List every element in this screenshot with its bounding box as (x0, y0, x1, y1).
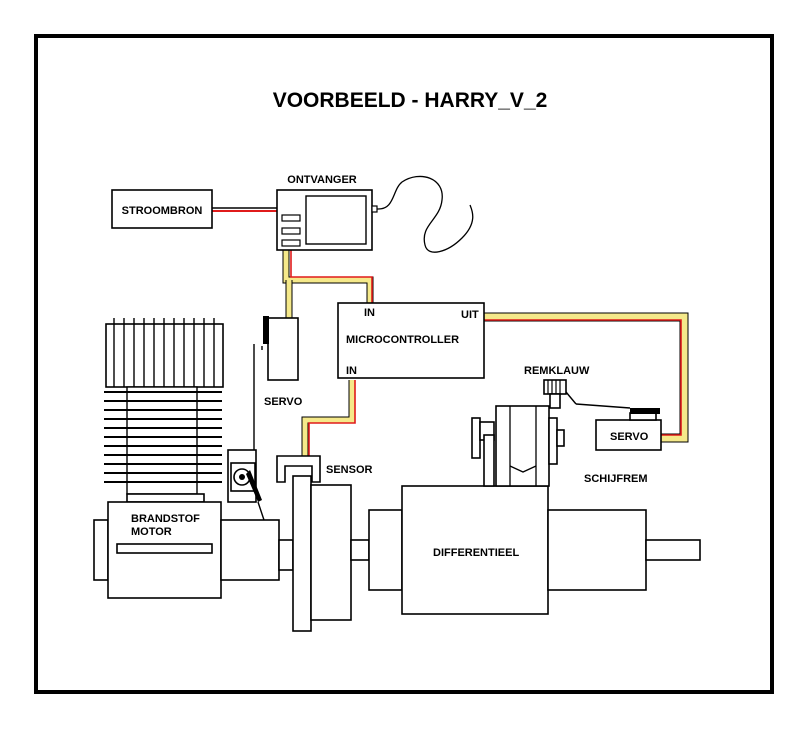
carburettor-pivot (239, 474, 245, 480)
servo-left-label: SERVO (264, 396, 303, 408)
receiver-port-1 (281, 214, 301, 222)
engine-slot (116, 543, 213, 554)
receiver-port-2 (281, 227, 301, 235)
servo-left: SERVO (243, 316, 303, 499)
sensor-label: SENSOR (326, 464, 373, 476)
diff-input-housing (368, 509, 403, 591)
engine-output-shaft (278, 539, 294, 571)
differential-body (401, 485, 549, 615)
drivetrain (278, 475, 403, 632)
flywheel-disc (292, 475, 312, 632)
cylinder-fins-horizontal (104, 386, 222, 495)
outer-frame (34, 34, 774, 694)
microcontroller: IN UIT MICROCONTROLLER IN (337, 302, 485, 379)
servo-right-label: SERVO (610, 431, 649, 443)
receiver-port-3 (281, 239, 301, 247)
engine-back-cap (93, 519, 109, 581)
sensor-bracket (276, 455, 321, 483)
wire-out-power (484, 319, 682, 436)
wire-sensor-signal (302, 380, 355, 456)
servo-right: SERVO (595, 408, 662, 451)
brake-pad-left (471, 417, 481, 459)
disc-brake: REMKLAUW SCHIJFREM (471, 365, 648, 487)
servo-right-body (595, 419, 662, 451)
servo-right-top (629, 412, 657, 421)
sensor: SENSOR (276, 455, 373, 483)
wire-out-signal (484, 313, 688, 442)
receiver-inner (305, 195, 367, 245)
engine-label-line1: BRANDSTOF (131, 513, 200, 525)
servo-left-body (267, 317, 299, 381)
caliper-top (543, 379, 567, 395)
differential: DIFFERENTIEEL (401, 485, 701, 615)
brake-pad-right (548, 417, 558, 465)
receiver: ONTVANGER (276, 174, 474, 253)
diagram-title: VOORBEELD - HARRY_V_2 (273, 89, 548, 112)
drive-shaft (350, 539, 370, 561)
engine: BRANDSTOF MOTOR (93, 318, 280, 599)
mc-in-bottom-label: IN (346, 365, 357, 377)
caliper-arm (565, 391, 577, 405)
caliper-stem (549, 393, 561, 409)
microcontroller-label: MICROCONTROLLER (346, 334, 459, 346)
flywheel-hub (310, 484, 352, 621)
servo-right-arm (630, 408, 660, 414)
receiver-label: ONTVANGER (287, 174, 357, 186)
power-source-label: STROOMBRON (122, 205, 203, 217)
wire-receiver-to-mc-power (290, 246, 373, 303)
microcontroller-box (337, 302, 485, 379)
engine-front-housing (220, 519, 280, 581)
brake-caliper-label: REMKLAUW (524, 365, 590, 377)
power-source-box (111, 189, 213, 229)
wire-receiver-to-mc-signal (283, 246, 373, 303)
differential-label: DIFFERENTIEEL (433, 547, 519, 559)
cylinder-fins-vertical (113, 318, 215, 387)
engine-label-line2: MOTOR (131, 526, 172, 538)
brake-disc-curve (509, 465, 537, 473)
brake-piston-right (556, 429, 565, 447)
brake-disc-lines (509, 406, 537, 486)
engine-base-plate (126, 493, 205, 503)
caliper-ribs (547, 380, 561, 394)
antenna-connector (371, 205, 378, 213)
diff-output-housing (547, 509, 647, 591)
mc-in-top-label: IN (364, 307, 375, 319)
brake-linkage (575, 403, 631, 409)
brake-stem-left (483, 434, 495, 487)
wire-sensor-power (308, 380, 356, 456)
carburettor-lever (246, 470, 262, 502)
output-axle (645, 539, 701, 561)
antenna-wire (376, 175, 474, 253)
carburettor-stem (257, 501, 265, 521)
servo-left-arm (263, 316, 269, 344)
wire-receiver-to-mc-outline (282, 246, 374, 303)
brake-disc-housing (495, 405, 550, 487)
disc-brake-label: SCHIJFREM (584, 473, 648, 485)
power-source: STROOMBRON (111, 189, 213, 229)
wiring (212, 207, 689, 456)
mc-out-label: UIT (461, 309, 479, 321)
